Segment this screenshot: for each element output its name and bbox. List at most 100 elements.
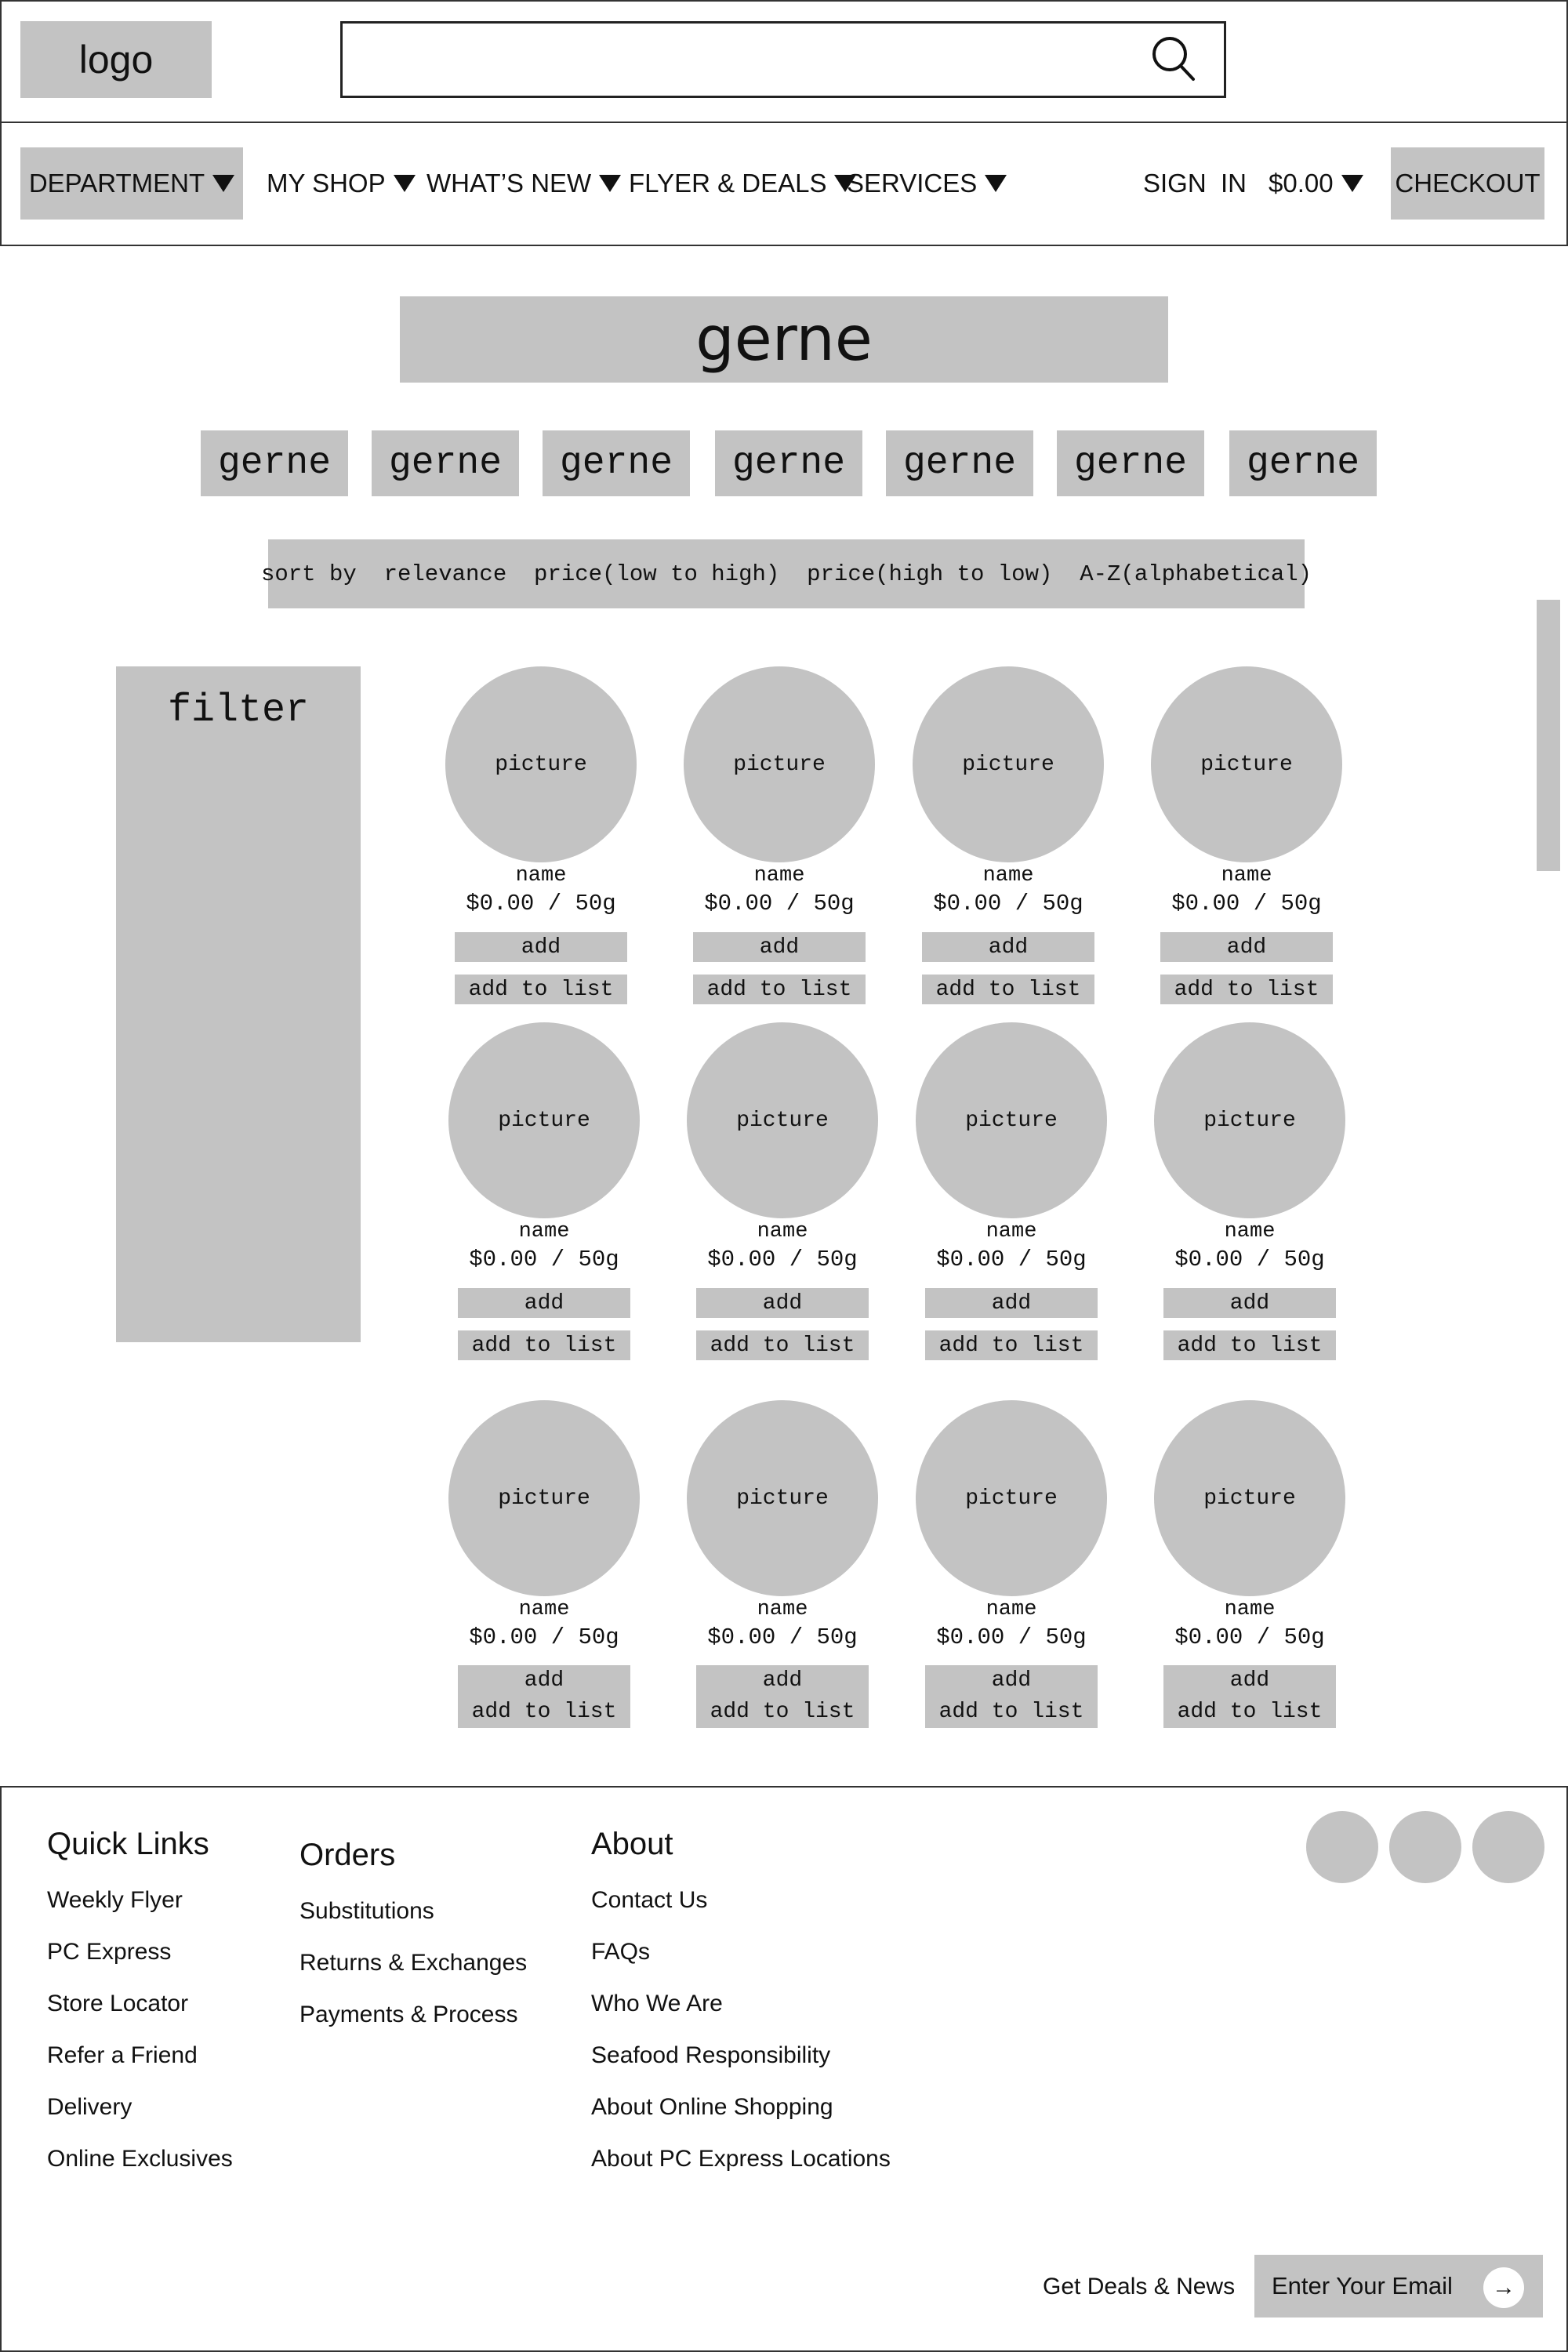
add-button[interactable]: add	[693, 932, 866, 962]
footer-link[interactable]: FAQs	[591, 1939, 651, 1965]
add-button[interactable]: add	[524, 1668, 564, 1693]
nav-bar	[0, 122, 1568, 246]
sort-option-price-low-high[interactable]: price(low to high)	[534, 561, 780, 587]
social-icon[interactable]	[1389, 1811, 1461, 1883]
genre-chip[interactable]: gerne	[715, 430, 862, 496]
sign-in-link[interactable]: SIGN IN	[1143, 169, 1247, 198]
genre-chip[interactable]: gerne	[1057, 430, 1204, 496]
genre-chip[interactable]: gerne	[201, 430, 348, 496]
genre-chip[interactable]: gerne	[372, 430, 519, 496]
add-to-list-button[interactable]: add to list	[925, 1330, 1098, 1360]
product-picture[interactable]: picture	[445, 666, 637, 862]
footer-link[interactable]: Weekly Flyer	[47, 1887, 183, 1913]
product-name[interactable]: name	[753, 864, 805, 887]
email-input[interactable]	[1272, 2264, 1475, 2308]
product-actions: add add to list	[458, 1665, 630, 1728]
product-picture[interactable]: picture	[448, 1400, 640, 1596]
footer-link[interactable]: About PC Express Locations	[591, 2146, 891, 2172]
add-to-list-button[interactable]: add to list	[471, 1700, 617, 1724]
add-to-list-button[interactable]: add to list	[1160, 975, 1333, 1004]
footer-link[interactable]: Delivery	[47, 2094, 132, 2120]
add-button[interactable]: add	[762, 1668, 803, 1693]
product-picture[interactable]: picture	[687, 1400, 878, 1596]
flyer-deals-menu[interactable]: FLYER & DEALS	[629, 147, 857, 220]
department-menu[interactable]: DEPARTMENT	[20, 147, 243, 220]
product-picture[interactable]: picture	[687, 1022, 878, 1218]
footer-link[interactable]: PC Express	[47, 1939, 172, 1965]
add-button[interactable]: add	[1229, 1668, 1270, 1693]
checkout-button[interactable]: CHECKOUT	[1391, 147, 1544, 220]
footer-link[interactable]: Who We Are	[591, 1991, 723, 2016]
product-name[interactable]: name	[515, 864, 567, 887]
sort-option-alphabetical[interactable]: A-Z(alphabetical)	[1080, 561, 1312, 587]
genre-chip[interactable]: gerne	[543, 430, 690, 496]
department-label: DEPARTMENT	[28, 169, 205, 198]
my-shop-menu[interactable]: MY SHOP	[267, 147, 416, 220]
add-to-list-button[interactable]: add to list	[458, 1330, 630, 1360]
add-to-list-button[interactable]: add to list	[938, 1700, 1084, 1724]
scrollbar-thumb[interactable]	[1537, 600, 1560, 871]
add-button[interactable]: add	[696, 1288, 869, 1318]
search-bar[interactable]	[340, 21, 1226, 98]
add-to-list-button[interactable]: add to list	[455, 975, 627, 1004]
add-to-list-button[interactable]: add to list	[1163, 1330, 1336, 1360]
product-picture[interactable]: picture	[684, 666, 875, 862]
footer-link[interactable]: Payments & Process	[299, 2002, 518, 2027]
sort-option-price-high-low[interactable]: price(high to low)	[807, 561, 1053, 587]
product-picture[interactable]: picture	[1151, 666, 1342, 862]
filter-panel[interactable]: filter	[116, 666, 361, 1342]
cart-total-menu[interactable]: $0.00	[1269, 147, 1363, 220]
add-to-list-button[interactable]: add to list	[696, 1330, 869, 1360]
product-picture[interactable]: picture	[916, 1022, 1107, 1218]
add-button[interactable]: add	[1163, 1288, 1336, 1318]
add-to-list-button[interactable]: add to list	[710, 1700, 855, 1724]
product-name[interactable]: name	[757, 1598, 808, 1621]
services-menu[interactable]: SERVICES	[847, 147, 1007, 220]
product-picture[interactable]: picture	[1154, 1022, 1345, 1218]
genre-chip[interactable]: gerne	[1229, 430, 1377, 496]
genre-chip[interactable]: gerne	[886, 430, 1033, 496]
product-actions: add add to list	[696, 1665, 869, 1728]
footer-link[interactable]: Substitutions	[299, 1898, 434, 1924]
footer-link[interactable]: Contact Us	[591, 1887, 708, 1913]
footer-link[interactable]: Returns & Exchanges	[299, 1950, 528, 1976]
footer-link[interactable]: Store Locator	[47, 1991, 189, 2016]
footer-link[interactable]: Refer a Friend	[47, 2042, 198, 2068]
product-name[interactable]: name	[985, 1598, 1037, 1621]
footer-link[interactable]: Online Exclusives	[47, 2146, 233, 2172]
logo[interactable]: logo	[20, 21, 212, 98]
sort-option-relevance[interactable]: relevance	[383, 561, 507, 587]
social-icon[interactable]	[1472, 1811, 1544, 1883]
product-name[interactable]: name	[518, 1598, 570, 1621]
footer-link[interactable]: Seafood Responsibility	[591, 2042, 831, 2068]
product-name[interactable]: name	[982, 864, 1034, 887]
product-picture[interactable]: picture	[913, 666, 1104, 862]
product-name[interactable]: name	[518, 1220, 570, 1243]
product-name[interactable]: name	[985, 1220, 1037, 1243]
search-icon[interactable]	[1149, 35, 1196, 82]
product-name[interactable]: name	[1224, 1220, 1276, 1243]
product-picture[interactable]: picture	[916, 1400, 1107, 1596]
search-input[interactable]	[358, 34, 1142, 85]
add-button[interactable]: add	[922, 932, 1094, 962]
add-to-list-button[interactable]: add to list	[922, 975, 1094, 1004]
add-button[interactable]: add	[1160, 932, 1333, 962]
add-button[interactable]: add	[925, 1288, 1098, 1318]
footer-link[interactable]: About Online Shopping	[591, 2094, 833, 2120]
product-actions: add add to list	[1163, 1665, 1336, 1728]
caret-down-icon	[985, 175, 1007, 192]
whats-new-menu[interactable]: WHAT’S NEW	[426, 147, 622, 220]
product-name[interactable]: name	[1221, 864, 1272, 887]
product-picture[interactable]: picture	[448, 1022, 640, 1218]
add-button[interactable]: add	[991, 1668, 1032, 1693]
social-icon[interactable]	[1306, 1811, 1378, 1883]
product-name[interactable]: name	[1224, 1598, 1276, 1621]
product-picture[interactable]: picture	[1154, 1400, 1345, 1596]
product-name[interactable]: name	[757, 1220, 808, 1243]
arrow-right-icon[interactable]: →	[1483, 2267, 1524, 2308]
add-to-list-button[interactable]: add to list	[693, 975, 866, 1004]
add-button[interactable]: add	[458, 1288, 630, 1318]
product-price: $0.00 / 50g	[1171, 891, 1322, 916]
add-to-list-button[interactable]: add to list	[1177, 1700, 1323, 1724]
add-button[interactable]: add	[455, 932, 627, 962]
